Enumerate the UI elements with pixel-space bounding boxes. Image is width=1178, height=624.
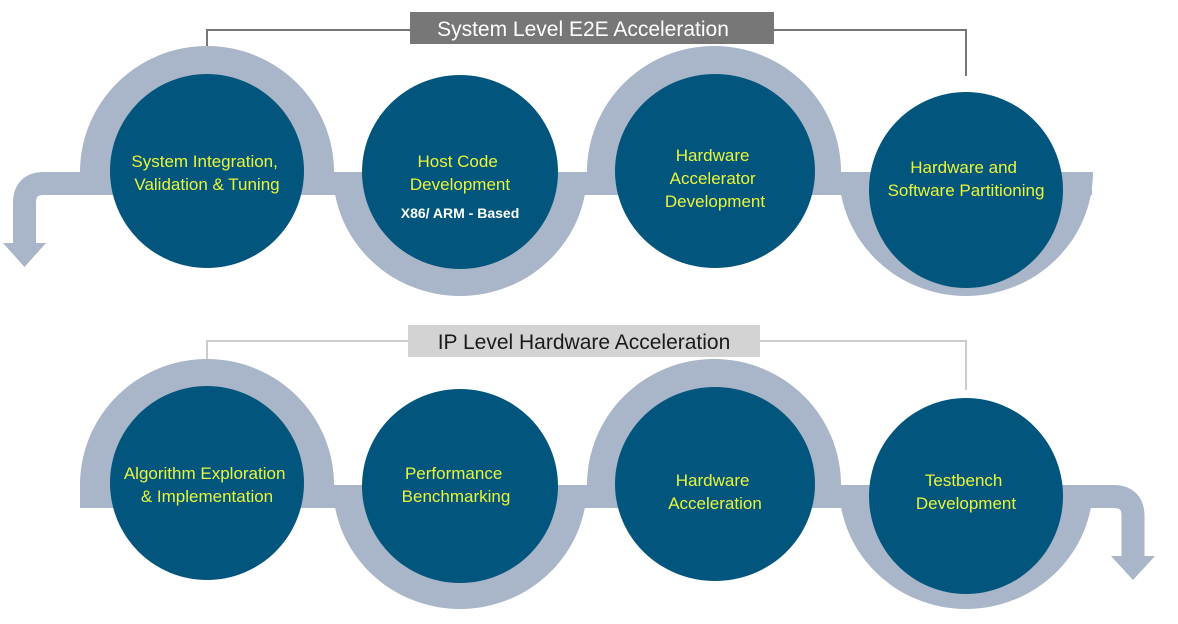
system-level-bracket-right (773, 29, 967, 76)
system-level-title-box (410, 12, 774, 44)
flow-exit-arrow-shaft (1090, 485, 1145, 558)
system-step-1: System Integration, Validation & Tuning (110, 74, 304, 268)
ip-level-bracket-right (760, 340, 967, 390)
step-label: Host Code (417, 152, 497, 171)
step-label: Acceleration (668, 494, 762, 513)
svg-text:Hardware Accelerator: Hardware Accelerator Development (665, 146, 765, 211)
ip-level-title-box (408, 325, 760, 357)
flow-exit-arrow-shaft (13, 172, 90, 246)
step-label: Development (410, 175, 510, 194)
ip-step-3: Hardware Acceleration (615, 387, 815, 581)
step-label: Algorithm Exploration (124, 464, 286, 483)
step-label: Testbench (925, 471, 1003, 490)
step-label: Validation & Tuning (134, 175, 279, 194)
step-label: Benchmarking (402, 487, 511, 506)
svg-text:Hardware Acceleration: Hardware Acceleration (668, 471, 762, 513)
svg-text:System Integration, Va: System Integration, Validation & Tuning (131, 152, 282, 194)
ip-step-2: Performance Benchmarking (362, 389, 558, 583)
step-label: System Integration, (131, 152, 277, 171)
ip-step-1: Algorithm Exploration & Implementation (110, 386, 304, 580)
svg-text:Hardware and Software: Hardware and Software Partitioning (888, 158, 1045, 200)
ip-step-4: Testbench Development (869, 398, 1063, 594)
ip-level-title: IP Level Hardware Acceleration (438, 331, 731, 354)
system-step-4: Hardware and Software Partitioning (869, 92, 1063, 288)
step-label: Performance (405, 464, 502, 483)
svg-text:Testbench Development: Testbench Development (916, 471, 1016, 513)
arrow-down-icon (3, 243, 46, 267)
system-step-2: Host Code Development X86/ ARM - Based (362, 75, 558, 269)
step-sublabel: X86/ ARM - Based (401, 205, 520, 221)
step-label: Software Partitioning (888, 181, 1045, 200)
step-label: Accelerator (670, 169, 756, 188)
step-label: Hardware and (910, 158, 1017, 177)
step-label: Development (916, 494, 1016, 513)
system-level-bracket-left (206, 29, 412, 46)
ip-level-bracket-left (206, 340, 410, 360)
svg-text:Performance Benchmarki: Performance Benchmarking (402, 464, 511, 506)
flow-band (70, 172, 1092, 195)
system-level-title: System Level E2E Acceleration (437, 18, 729, 41)
step-label: Development (665, 192, 765, 211)
step-label: Hardware (676, 471, 750, 490)
system-level-section: System Level E2E Acceleration System Int… (3, 12, 1093, 296)
svg-text:Host Code Development: Host Code Development (410, 152, 510, 194)
flow-band (80, 485, 1110, 508)
ip-level-section: IP Level Hardware Acceleration Algorithm… (80, 325, 1155, 609)
step-label: Hardware (676, 146, 750, 165)
svg-text:Algorithm Exploration: Algorithm Exploration & Implementation (124, 464, 290, 506)
step-label: & Implementation (141, 487, 273, 506)
arrow-down-icon (1111, 556, 1155, 580)
system-step-3: Hardware Accelerator Development (615, 74, 815, 268)
